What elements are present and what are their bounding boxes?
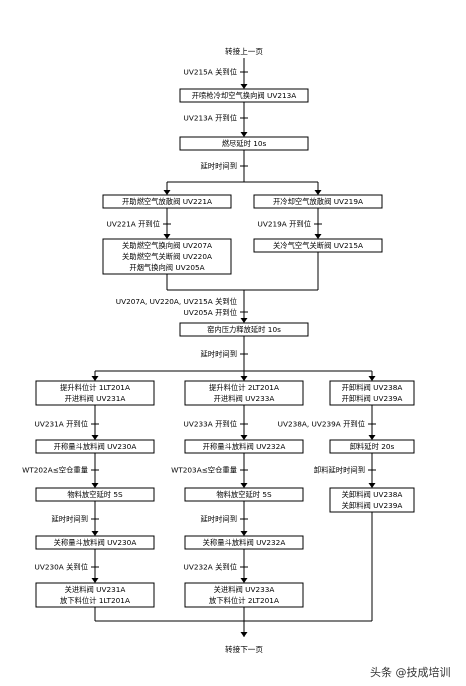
step-pressure-release-text: 窑内压力释放延时 10s — [207, 325, 281, 334]
watermark: 头条 @技成培训 — [370, 665, 451, 679]
col2-box_1-line: 开进料阀 UV233A — [214, 394, 275, 403]
condition-delay-1: 延时时间到 — [201, 162, 237, 171]
col2-box_3-text: 物料放空延时 5S — [216, 490, 272, 499]
col1-arrow-7 — [91, 578, 99, 583]
col2-box_4-box — [184, 535, 304, 550]
col3-box_3-box — [329, 487, 415, 513]
col3-cond_2: 卸料延时时间到 — [314, 466, 365, 475]
col1-arrow-3 — [91, 483, 99, 488]
col3-box_1-box — [329, 380, 415, 406]
step-close-air-valves-line: 关助燃空气关断阀 UV220A — [122, 252, 212, 261]
step-close-air-valves-line: 开烟气换向阀 UV205A — [129, 263, 204, 272]
col1-box_5-box — [35, 582, 155, 608]
condition-uv213a-open: UV213A 开到位 — [184, 114, 237, 123]
col2-box_5-line: 放下料位计 2LT201A — [209, 596, 279, 605]
col1-box_1-line: 提升料位计 1LT201A — [60, 383, 130, 392]
col3-box_2-text: 卸料延时 20s — [350, 442, 395, 451]
col1-box_2-box — [35, 439, 155, 454]
col1-box_3-text: 物料放空延时 5S — [67, 490, 123, 499]
col1-arrow-5 — [91, 531, 99, 536]
col1-box_1-box — [35, 380, 155, 406]
col2-box_5-box — [184, 582, 304, 608]
col2-box_2-box — [184, 439, 304, 454]
step-open-uv219a-box — [253, 194, 383, 209]
condition-uv219a-open: UV219A 开到位 — [258, 220, 311, 229]
col1-arrow-1 — [91, 435, 99, 440]
start-connector: 转接上一页 — [225, 46, 263, 56]
arrow-head-2 — [240, 132, 248, 137]
col1-box_5-line: 放下料位计 1LT201A — [60, 596, 130, 605]
condition-uv215a-closed: UV215A 关到位 — [184, 68, 237, 77]
step-close-uv215a-line: 关冷气空气关断阀 UV215A — [273, 241, 363, 250]
step-close-air-valves-box — [102, 238, 232, 275]
col3-box_3-line: 关卸料阀 UV238A — [342, 490, 403, 499]
col1-box_2-text: 开称量斗放料阀 UV230A — [54, 442, 137, 451]
col2-cond_2: WT203A≤空仓重量 — [171, 466, 237, 475]
col2-cond_4: UV232A 关到位 — [184, 563, 237, 572]
col3-arrow-3 — [368, 483, 376, 488]
arrow-merge — [240, 318, 248, 323]
col2-arrow-5 — [240, 531, 248, 536]
col2-box_1-line: 提升料位计 2LT201A — [209, 383, 279, 392]
arrow-split-left — [163, 190, 171, 195]
col1-cond_4: UV230A 关到位 — [35, 563, 88, 572]
col1-box_4-box — [35, 535, 155, 550]
col2-arrow-7 — [240, 578, 248, 583]
col2-cond_1: UV233A 开到位 — [184, 420, 237, 429]
step-pressure-release-box — [179, 322, 309, 337]
step-burnout-delay-text: 燃尽延时 10s — [222, 139, 267, 148]
step-close-uv215a-box — [253, 238, 383, 253]
col2-cond_3: 延时时间到 — [201, 515, 237, 524]
arrow-left-2 — [163, 234, 171, 239]
step-open-uv219a-text: 开冷却空气放散阀 UV219A — [273, 197, 363, 206]
condition-valves-closed: UV207A, UV220A, UV215A 关到位 — [116, 297, 237, 306]
col3-box_3-line: 关卸料阀 UV239A — [342, 501, 403, 510]
condition-uv221a-open: UV221A 开到位 — [107, 220, 160, 229]
col2-arrow-1 — [240, 435, 248, 440]
col1-box_1-line: 开进料阀 UV231A — [65, 394, 126, 403]
col1-cond_1: UV231A 开到位 — [35, 420, 88, 429]
col2-box_1-box — [184, 380, 304, 406]
step-open-uv213a-box — [179, 88, 309, 103]
col3-box_1-line: 开卸料阀 UV238A — [342, 383, 403, 392]
condition-uv205a-open: UV205A 开到位 — [184, 308, 237, 317]
step-open-uv213a-text: 开喷枪冷却空气换向阀 UV213A — [192, 91, 297, 100]
col2-box_4-text: 关称量斗放料阀 UV232A — [203, 538, 286, 547]
col3-cond_1: UV238A, UV239A 开到位 — [278, 420, 365, 429]
step-open-uv221a-box — [102, 194, 232, 209]
arrow-final — [240, 632, 248, 637]
step-open-uv221a-text: 开助燃空气放散阀 UV221A — [122, 197, 212, 206]
arrow-split-2 — [240, 376, 248, 381]
col2-box_2-text: 开称量斗放料阀 UV232A — [203, 442, 286, 451]
col2-box_3-box — [184, 487, 304, 502]
step-close-air-valves-line: 关助燃空气换向阀 UV207A — [122, 241, 212, 250]
col1-box_5-line: 关进料阀 UV231A — [65, 585, 126, 594]
col3-box_1-line: 开卸料阀 UV239A — [342, 394, 403, 403]
arrow-right-2 — [314, 234, 322, 239]
condition-delay-2: 延时时间到 — [201, 350, 237, 359]
arrow-head-1 — [240, 84, 248, 89]
end-connector: 转接下一页 — [225, 644, 263, 654]
col1-box_3-box — [35, 487, 155, 502]
col1-box_4-text: 关称量斗放料阀 UV230A — [54, 538, 137, 547]
arrow-split-right — [314, 190, 322, 195]
col2-arrow-3 — [240, 483, 248, 488]
arrow-split-1 — [91, 376, 99, 381]
col3-arrow-1 — [368, 435, 376, 440]
step-burnout-delay-box — [179, 136, 309, 151]
col1-cond_2: WT202A≤空仓重量 — [22, 466, 88, 475]
col3-box_2-box — [329, 439, 415, 454]
arrow-split-3 — [368, 376, 376, 381]
flow-steps — [35, 88, 415, 608]
col2-box_5-line: 关进料阀 UV233A — [214, 585, 275, 594]
col1-cond_3: 延时时间到 — [52, 515, 88, 524]
